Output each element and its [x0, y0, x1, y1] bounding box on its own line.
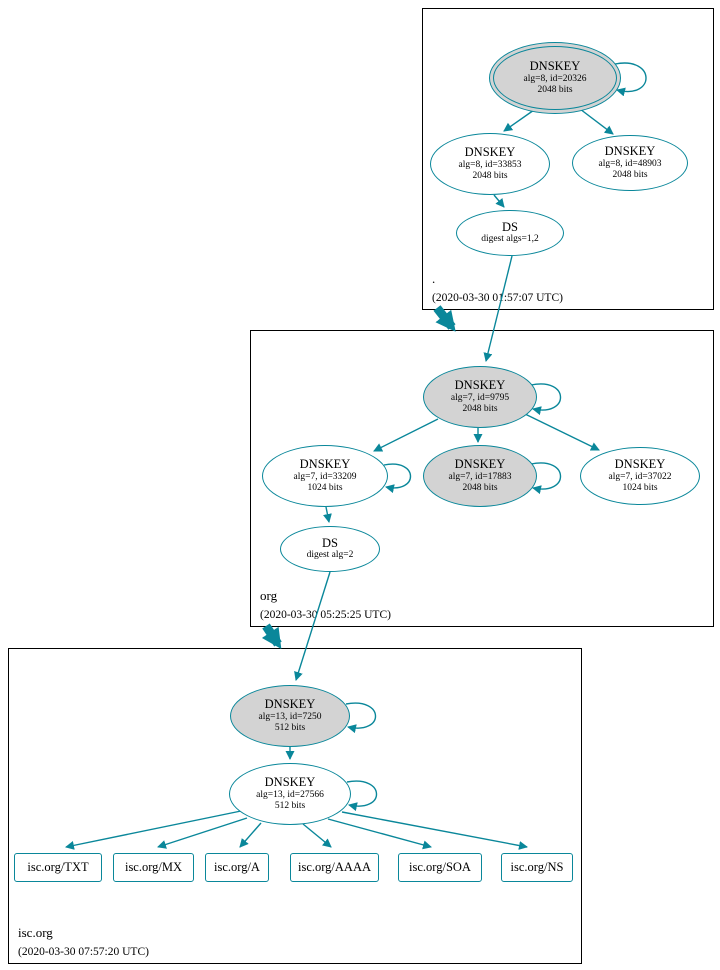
node-detail: alg=8, id=33853: [458, 159, 522, 170]
edge-delegation-org-to-isc: [261, 623, 282, 649]
rrset-label: isc.org/A: [214, 860, 260, 874]
node-detail: 512 bits: [274, 801, 306, 812]
node-detail: alg=7, id=17883: [448, 471, 512, 482]
node-detail: 1024 bits: [307, 483, 343, 494]
node-detail: 2048 bits: [472, 171, 508, 182]
edge-root-ds-to-org-ksk: [483, 255, 513, 362]
node-detail: 2048 bits: [612, 170, 648, 181]
edge-isc-zsk-selfsign: [346, 780, 378, 812]
rrset-node-isc-org-ns: isc.org/NS: [501, 853, 573, 882]
dnskey-node-root-zsk-48903: DNSKEY alg=8, id=48903 2048 bits: [572, 135, 688, 191]
edge-isc-zsk-to-soa: [327, 818, 432, 850]
node-detail: alg=7, id=33209: [293, 471, 357, 482]
rrset-node-isc-org-mx: isc.org/MX: [113, 853, 194, 882]
rrset-node-isc-org-soa: isc.org/SOA: [398, 853, 482, 882]
zone-box-root: . (2020-03-30 01:57:07 UTC): [422, 8, 714, 310]
edge-root-ksk-to-zsk33853: [503, 109, 535, 132]
edge-root-ksk-to-zsk48903: [579, 108, 614, 135]
edge-isc-zsk-to-aaaa: [302, 823, 332, 848]
edge-org-zsk17883-selfsign: [530, 462, 562, 495]
node-detail: alg=7, id=37022: [608, 471, 672, 482]
node-title: DNSKEY: [464, 145, 516, 160]
ds-node-root: DS digest algs=1,2: [456, 210, 564, 256]
zone-label-root: .: [432, 271, 436, 286]
dnskey-node-isc-zsk-27566: DNSKEY alg=13, id=27566 512 bits: [229, 763, 351, 825]
rrset-label: isc.org/AAAA: [297, 860, 372, 874]
edge-org-ksk-to-zsk37022: [522, 412, 600, 451]
dnskey-node-root-ksk-20326: DNSKEY alg=8, id=20326 2048 bits: [489, 42, 621, 114]
edge-org-zsk-to-ds: [323, 506, 332, 523]
node-detail: alg=7, id=9795: [450, 392, 510, 403]
node-detail: alg=13, id=7250: [258, 711, 322, 722]
rrset-label: isc.org/TXT: [27, 860, 89, 874]
node-title: DNSKEY: [529, 59, 581, 74]
edge-isc-zsk-to-mx: [157, 817, 248, 849]
node-detail: digest algs=1,2: [481, 234, 539, 245]
edge-org-zsk33209-selfsign: [383, 463, 412, 494]
node-title: DS: [322, 536, 338, 551]
rrset-label: isc.org/MX: [124, 860, 183, 874]
rrset-node-isc-org-txt: isc.org/TXT: [14, 853, 102, 882]
node-title: DS: [502, 220, 518, 235]
zone-box-isc: isc.org (2020-03-30 07:57:20 UTC): [8, 648, 582, 964]
node-detail: 1024 bits: [622, 483, 658, 494]
node-detail: alg=8, id=20326: [523, 73, 587, 84]
edge-org-ds-to-isc-ksk: [294, 571, 331, 681]
zone-timestamp-root: (2020-03-30 01:57:07 UTC): [432, 292, 563, 304]
rrset-node-isc-org-a: isc.org/A: [205, 853, 269, 882]
zone-timestamp-isc: (2020-03-30 07:57:20 UTC): [18, 946, 149, 958]
node-title: DNSKEY: [264, 697, 316, 712]
edge-isc-zsk-to-a: [239, 822, 262, 848]
rrset-node-isc-org-aaaa: isc.org/AAAA: [290, 853, 379, 882]
node-detail: 2048 bits: [462, 404, 498, 415]
zone-label-isc: isc.org: [18, 925, 53, 940]
edge-org-ksk-selfsign: [530, 383, 562, 416]
dnskey-node-org-zsk-17883: DNSKEY alg=7, id=17883 2048 bits: [423, 445, 537, 507]
zone-box-org: org (2020-03-30 05:25:25 UTC): [250, 330, 714, 627]
dnskey-node-org-zsk-37022: DNSKEY alg=7, id=37022 1024 bits: [580, 447, 700, 505]
node-detail: 512 bits: [274, 723, 306, 734]
rrset-label: isc.org/SOA: [409, 860, 471, 874]
zone-label-org: org: [260, 588, 278, 603]
node-title: DNSKEY: [454, 457, 506, 472]
edge-isc-zsk-to-txt: [65, 810, 242, 850]
zone-timestamp-org: (2020-03-30 05:25:25 UTC): [260, 609, 391, 621]
ds-node-org: DS digest alg=2: [280, 526, 380, 572]
node-detail: digest alg=2: [306, 550, 354, 561]
edge-isc-ksk-selfsign: [345, 702, 377, 734]
edge-isc-zsk-to-ns: [341, 811, 528, 850]
node-detail: alg=13, id=27566: [256, 789, 324, 800]
edge-root-ksk-selfsign: [614, 62, 647, 97]
rrset-label: isc.org/NS: [510, 860, 564, 874]
dnskey-node-root-zsk-33853: DNSKEY alg=8, id=33853 2048 bits: [430, 133, 550, 195]
dnskey-node-isc-ksk-7250: DNSKEY alg=13, id=7250 512 bits: [230, 685, 350, 747]
dnskey-node-org-zsk-33209: DNSKEY alg=7, id=33209 1024 bits: [262, 445, 388, 507]
node-detail: 2048 bits: [462, 483, 498, 494]
node-title: DNSKEY: [299, 457, 351, 472]
node-title: DNSKEY: [614, 457, 666, 472]
node-detail: alg=8, id=48903: [598, 158, 662, 169]
node-detail: 2048 bits: [537, 85, 573, 96]
edge-root-zsk-to-ds: [493, 194, 505, 208]
node-title: DNSKEY: [454, 378, 506, 393]
node-title: DNSKEY: [604, 144, 656, 159]
edge-org-ksk-to-zsk33209: [373, 418, 439, 452]
edge-delegation-root-to-org: [433, 305, 456, 332]
dnskey-node-org-ksk-9795: DNSKEY alg=7, id=9795 2048 bits: [423, 366, 537, 428]
node-title: DNSKEY: [264, 775, 316, 790]
